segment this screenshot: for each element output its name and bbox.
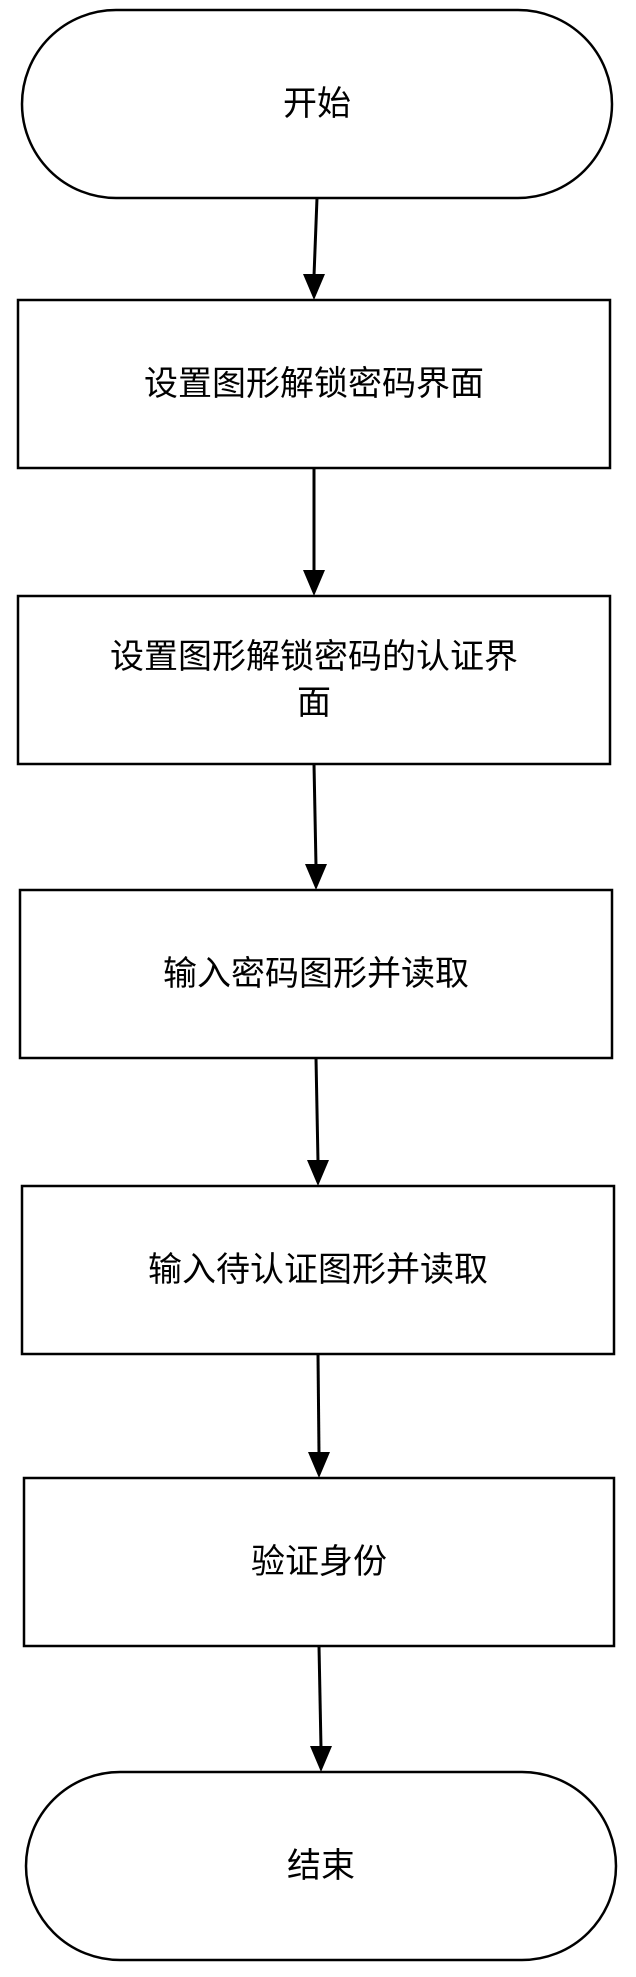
arrow-step2-step3 [305, 763, 327, 890]
arrow-line [312, 763, 318, 867]
process-box [22, 1476, 616, 1648]
arrow-line [317, 1645, 323, 1749]
arrow-head [305, 864, 327, 890]
arrow-step3-step4 [307, 1057, 329, 1186]
node-step4: 输入待认证图形并读取 [20, 1184, 616, 1356]
arrow-head [307, 1160, 329, 1186]
node-label: 开始 [283, 84, 351, 124]
terminal-shape [20, 8, 614, 200]
terminal-shape [24, 1770, 618, 1962]
node-step3: 输入密码图形并读取 [18, 888, 614, 1060]
arrow-step4-step5 [308, 1353, 330, 1478]
edges-layer [303, 197, 332, 1772]
arrow-head [303, 570, 325, 596]
arrow-line [316, 1353, 321, 1455]
node-label: 验证身份 [251, 1542, 387, 1582]
arrow-head [310, 1746, 332, 1772]
node-label: 设置图形解锁密码的认证界 [110, 637, 518, 677]
arrow-head [308, 1452, 330, 1478]
arrow-line [314, 1057, 320, 1163]
process-box [18, 888, 614, 1060]
arrow-step1-step2 [303, 468, 325, 596]
node-label: 结束 [287, 1846, 355, 1886]
node-label: 输入密码图形并读取 [163, 954, 469, 994]
arrow-step5-end [310, 1645, 332, 1772]
node-start: 开始 [20, 8, 614, 200]
process-box [16, 594, 612, 766]
nodes-layer: 开始设置图形解锁密码界面设置图形解锁密码的认证界面输入密码图形并读取输入待认证图… [16, 8, 618, 1962]
node-end: 结束 [24, 1770, 618, 1962]
node-label: 输入待认证图形并读取 [148, 1250, 488, 1290]
node-label: 面 [297, 683, 331, 723]
node-step5: 验证身份 [22, 1476, 616, 1648]
arrow-head [303, 274, 325, 300]
node-step1: 设置图形解锁密码界面 [16, 298, 612, 470]
node-label: 设置图形解锁密码界面 [144, 364, 484, 404]
arrow-start-step1 [303, 197, 325, 300]
arrow-line [312, 197, 319, 277]
process-box [16, 298, 612, 470]
process-box [20, 1184, 616, 1356]
